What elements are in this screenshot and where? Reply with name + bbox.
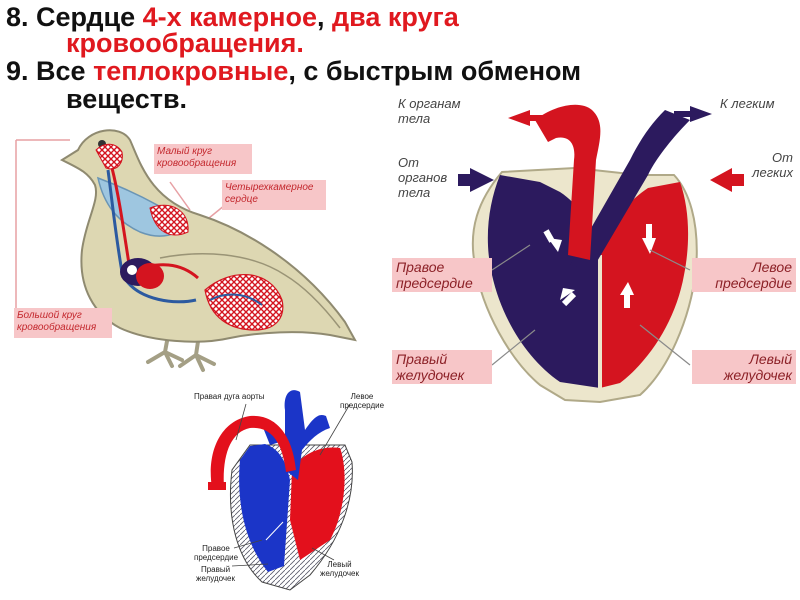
left-atrium-label: Левое предсердие [692,258,796,292]
from-organs-line2: органов [398,170,448,185]
small-left-heart [290,447,345,560]
aorta [535,104,601,260]
to-lungs-text: К легким [720,96,775,111]
small-right-ventricle-line1: Правый [200,565,231,574]
right-atrium-line2: предсердие [396,275,473,291]
big-circle-line1: Большой круг [17,310,82,321]
small-right-atrium-line2: предсердие [194,553,239,562]
left-heart-arterial [600,182,689,388]
to-organs-label: К органам тела [398,96,461,126]
small-left-ventricle-label: Левый желудочек [320,560,359,578]
small-left-ventricle-line1: Левый [327,560,352,569]
right-atrium-label: Правое предсердие [392,258,492,292]
to-lungs-label: К легким [720,96,775,111]
left-atrium-line1: Левое [752,259,792,275]
small-pulmonary-vessel [284,390,330,480]
right-ventricle-line2: желудочек [396,367,465,383]
big-circle-line2: кровообращения [17,322,97,333]
four-chamber-text: 4-х камерное [142,2,317,32]
left-atrium-line2: предсердие [715,275,792,291]
small-right-atrium-label: Правое предсердие [194,544,238,562]
small-right-ventricle-label: Правый желудочек [196,565,235,583]
small-right-aortic-arch-label: Правая дуга аорты [194,392,264,401]
arrow-from-organs [458,168,494,192]
left-ventricle-line2: желудочек [723,367,792,383]
big-circle-label: Большой круг кровообращения [14,308,112,338]
from-lungs-label: От легких [745,150,793,180]
line-8: 8. Сердце 4-х камерное, два круга [6,2,459,33]
from-lungs-line2: легких [752,165,793,180]
to-organs-line2: тела [398,111,431,126]
right-ventricle-label: Правый желудочек [392,350,492,384]
arrow-to-lungs [674,106,712,122]
item-9-text: 9. Все [6,56,94,86]
item-8-text: 8. Сердце [6,2,143,32]
left-ventricle-label: Левый желудочек [692,350,796,384]
arrow-from-lungs [710,168,744,192]
line-9-continuation: веществ. [66,84,187,115]
from-organs-label: От органов тела [398,155,447,200]
small-left-atrium-line1: Левое [350,392,374,401]
four-chamber-label: Четырехкамерное сердце [222,180,326,210]
small-left-atrium-label: Левое предсердие [340,392,384,410]
arrow-to-organs [508,110,545,126]
to-organs-line1: К органам [398,96,461,111]
small-right-ventricle-line2: желудочек [196,574,235,583]
metabolism-text: веществ. [66,84,188,114]
four-chamber-line2: сердце [225,194,258,205]
left-ventricle-line1: Левый [749,351,792,367]
right-atrium-line1: Правое [396,259,445,275]
body-capillaries [204,273,284,331]
right-ventricle-line1: Правый [396,351,448,367]
small-circle-label: Малый круг кровообращения [154,144,252,174]
small-right-heart [239,444,290,572]
small-aortic-arch [210,415,296,488]
lung-capillaries [149,204,189,236]
pulmonary-trunk [570,110,690,270]
circulation-text: кровообращения. [66,28,304,58]
separator-text: , [316,2,332,32]
flow-arrows [543,224,656,308]
from-organs-line1: От [398,155,419,170]
small-right-atrium-line1: Правое [202,544,230,553]
small-left-ventricle-line2: желудочек [320,569,359,578]
bird-heart [120,258,164,289]
from-lungs-line1: От [772,150,793,165]
two-circles-text: два круга [331,2,459,32]
four-chamber-line1: Четырехкамерное [225,182,314,193]
small-circle-line1: Малый круг [157,146,213,157]
line-8-continuation: кровообращения. [66,28,304,59]
warm-blooded-text: теплокровные [93,56,289,86]
from-organs-line3: тела [398,185,431,200]
small-left-atrium-line2: предсердие [340,401,385,410]
small-circle-line2: кровообращения [157,158,237,169]
right-aortic-arch-text: Правая дуга аорты [194,392,265,401]
fast-metabolism-text: , с быстрым обменом [288,56,582,86]
line-9: 9. Все теплокровные, с быстрым обменом [6,56,581,87]
